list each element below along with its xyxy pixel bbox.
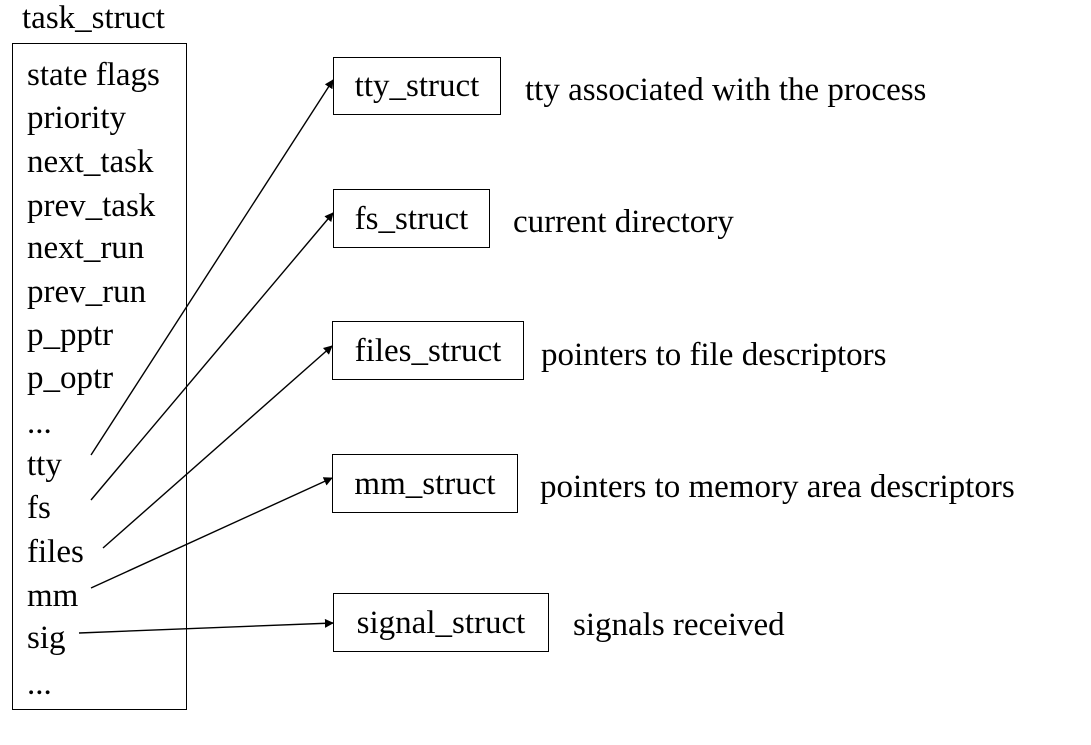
task-struct-title: task_struct [22,0,165,36]
field-next-run: next_run [27,230,145,266]
files-arrow [102,345,333,549]
sig-arrow [78,618,334,634]
fs-arrow [90,212,334,501]
field-prev-task: prev_task [27,188,156,224]
mm-arrow [90,477,333,589]
signal-struct-description: signals received [573,607,785,643]
signal-struct-box: signal_struct [333,593,549,652]
mm-struct-box: mm_struct [332,454,518,513]
files-struct-description: pointers to file descriptors [541,337,887,373]
field-fs: fs [27,490,51,526]
field-tty: tty [27,447,62,483]
task-struct-box [12,43,187,710]
tty-arrow [90,79,334,456]
field-files: files [27,534,84,570]
field-ellipsis-end: ... [27,666,52,702]
field-sig: sig [27,620,66,656]
field-state-flags: state flags [27,57,160,93]
files-struct-box: files_struct [332,321,524,380]
tty-struct-description: tty associated with the process [525,72,927,108]
field-next-task: next_task [27,144,154,180]
mm-struct-description: pointers to memory area descriptors [540,469,1015,505]
field-ellipsis: ... [27,405,52,441]
field-priority: priority [27,100,126,136]
tty-struct-box: tty_struct [333,57,501,115]
fs-struct-description: current directory [513,204,734,240]
field-p-optr: p_optr [27,360,114,396]
field-p-pptr: p_pptr [27,317,114,353]
field-mm: mm [27,578,79,614]
field-prev-run: prev_run [27,274,147,310]
